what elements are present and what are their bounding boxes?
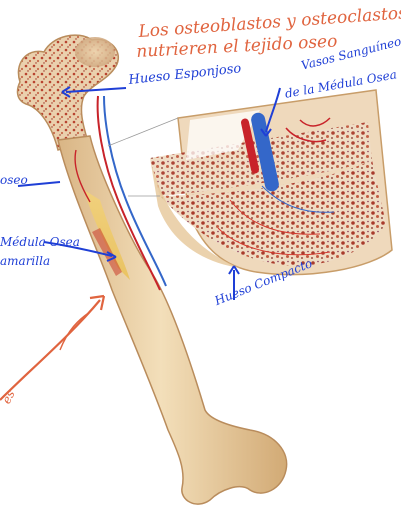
label-medula-line-2: amarilla (0, 255, 50, 267)
red-arrow (0, 296, 104, 400)
label-medula-line-1: Médula Osea (0, 236, 80, 248)
label-oseo-left: oseo (0, 174, 28, 186)
